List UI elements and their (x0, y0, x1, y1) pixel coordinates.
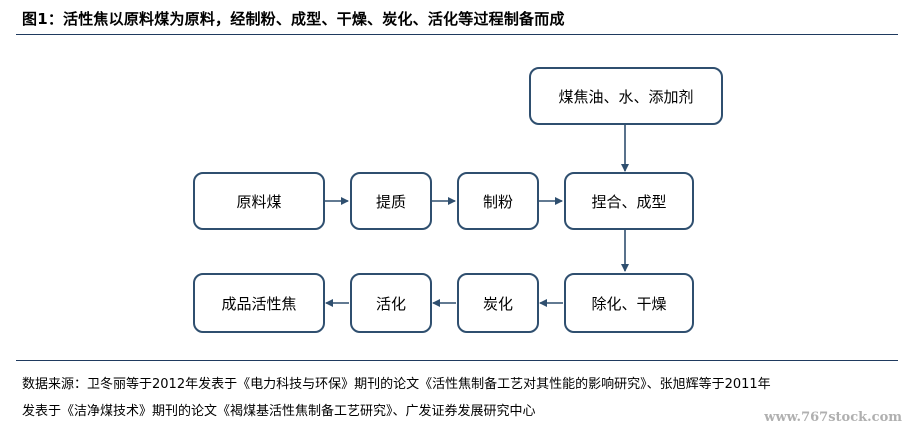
figure-title: 图1：活性焦以原料煤为原料，经制粉、成型、干燥、炭化、活化等过程制备而成 (22, 10, 565, 28)
node-raw-coal: 原料煤 (193, 172, 325, 230)
watermark: www.767stock.com (764, 410, 902, 425)
top-rule (16, 34, 898, 35)
node-dehydrate-dry: 除化、干燥 (564, 273, 694, 333)
source-line-2: 发表于《洁净煤技术》期刊的论文《褐煤基活性焦制备工艺研究》、广发证券发展研究中心 (22, 404, 536, 419)
node-activate: 活化 (350, 273, 432, 333)
bottom-rule (16, 360, 898, 361)
node-product: 成品活性焦 (193, 273, 325, 333)
node-milling: 制粉 (457, 172, 539, 230)
node-carbonize: 炭化 (457, 273, 539, 333)
source-line-1: 数据来源：卫冬丽等于2012年发表于《电力科技与环保》期刊的论文《活性焦制备工艺… (22, 377, 771, 392)
node-kneading-forming: 捏合、成型 (564, 172, 694, 230)
node-additives: 煤焦油、水、添加剂 (529, 67, 723, 125)
node-upgrade: 提质 (350, 172, 432, 230)
